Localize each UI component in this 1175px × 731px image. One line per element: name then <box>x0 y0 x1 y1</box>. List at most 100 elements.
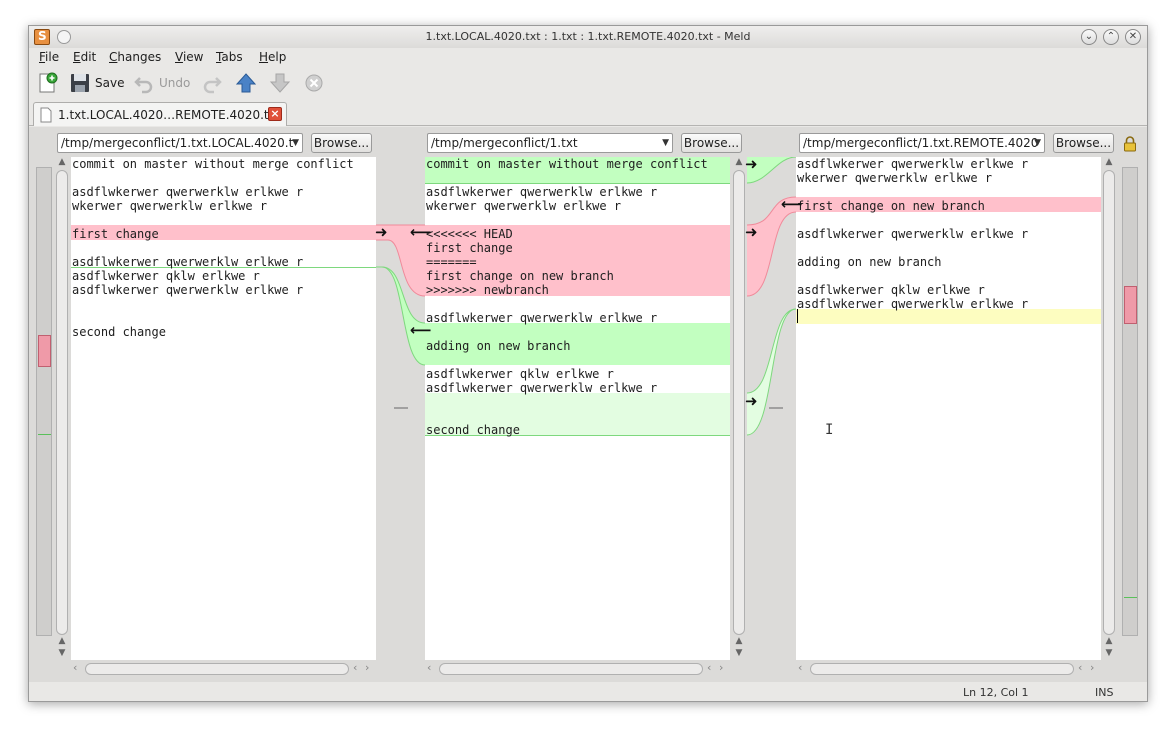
text-line: asdflwkerwer qwerwerklw erlkwe r <box>72 255 304 269</box>
scroll-left-icon[interactable]: ‹ <box>798 661 803 674</box>
right-path: /tmp/mergeconflict/1.txt.REMOTE.4020 <box>803 136 1039 150</box>
minimize-button[interactable]: ⌄ <box>1081 29 1097 45</box>
maximize-button[interactable]: ⌃ <box>1103 29 1119 45</box>
scroll-left-icon[interactable]: ‹ <box>1078 661 1083 674</box>
left-browse-button[interactable]: Browse... <box>311 133 372 153</box>
scroll-up-icon[interactable]: ▲ <box>735 157 743 167</box>
stop-button[interactable] <box>303 70 325 96</box>
scroll-right-icon[interactable]: › <box>719 661 724 674</box>
scroll-down-icon[interactable]: ▼ <box>1105 648 1113 658</box>
text-line <box>425 409 730 423</box>
menu-changes[interactable]: Changes <box>109 50 162 64</box>
right-horizontal-scrollbar[interactable] <box>810 663 1074 675</box>
scroll-left-icon[interactable]: ‹ <box>353 661 358 674</box>
text-line: asdflwkerwer qwerwerklw erlkwe r <box>797 227 1029 241</box>
scroll-up-icon[interactable]: ▲ <box>1105 636 1113 646</box>
right-link-map[interactable] <box>747 157 796 660</box>
scroll-down-icon[interactable]: ▼ <box>735 648 743 658</box>
menu-view[interactable]: View <box>175 50 204 64</box>
meld-app-icon[interactable] <box>34 29 50 45</box>
overview-insert-marker <box>1124 597 1137 598</box>
right-overview-map[interactable] <box>1122 167 1138 636</box>
tab-comparison[interactable]: 1.txt.LOCAL.4020…REMOTE.4020.txt × <box>33 102 287 126</box>
text-select-cursor-icon: I <box>825 422 834 438</box>
text-line <box>425 171 730 185</box>
right-browse-button[interactable]: Browse... <box>1053 133 1114 153</box>
lock-icon[interactable] <box>1123 136 1137 152</box>
push-right-arrow-icon[interactable]: ➜ <box>375 223 388 241</box>
text-line <box>425 325 730 339</box>
scroll-right-icon[interactable]: › <box>1090 661 1095 674</box>
middle-horizontal-scrollbar[interactable] <box>439 663 703 675</box>
pull-left-arrow-icon[interactable]: ⟵ <box>410 223 432 241</box>
text-line <box>425 395 730 409</box>
title-bar: 1.txt.LOCAL.4020.txt : 1.txt : 1.txt.REM… <box>29 26 1147 48</box>
text-line: second change <box>426 423 520 437</box>
text-line <box>425 213 730 227</box>
insert-highlight-light <box>425 393 730 435</box>
scroll-up-icon[interactable]: ▲ <box>735 636 743 646</box>
insert-marker-line <box>425 435 730 436</box>
scroll-up-icon[interactable]: ▲ <box>58 157 66 167</box>
push-right-arrow-icon[interactable]: ➜ <box>745 155 758 173</box>
text-line: adding on new branch <box>426 339 571 353</box>
new-comparison-icon <box>39 72 58 93</box>
left-vertical-scrollbar[interactable] <box>56 170 68 635</box>
chevron-down-icon: ▼ <box>292 138 299 148</box>
menu-tabs[interactable]: Tabs <box>216 50 243 64</box>
scroll-down-icon[interactable]: ▼ <box>58 648 66 658</box>
meld-window: 1.txt.LOCAL.4020.txt : 1.txt : 1.txt.REM… <box>28 25 1148 702</box>
menu-help[interactable]: Help <box>259 50 287 64</box>
undo-label: Undo <box>159 76 191 90</box>
text-line <box>425 297 730 311</box>
left-link-map[interactable] <box>376 157 425 660</box>
push-right-arrow-icon[interactable]: ➜ <box>745 223 758 241</box>
cursor-position: Ln 12, Col 1 <box>963 686 1029 699</box>
undo-button[interactable]: Undo <box>133 70 190 96</box>
middle-path-combo[interactable]: /tmp/mergeconflict/1.txt ▼ <box>427 133 673 153</box>
left-path-combo[interactable]: /tmp/mergeconflict/1.txt.LOCAL.4020.t ▼ <box>57 133 303 153</box>
current-line-highlight <box>796 309 1101 324</box>
scroll-up-icon[interactable]: ▲ <box>58 636 66 646</box>
redo-button[interactable] <box>201 70 223 96</box>
push-right-arrow-icon[interactable]: ➜ <box>745 392 758 410</box>
status-bar: Ln 12, Col 1 INS <box>29 682 1147 702</box>
text-line <box>71 297 376 311</box>
scroll-left-icon[interactable]: ‹ <box>427 661 432 674</box>
pull-left-arrow-icon[interactable]: ⟵ <box>781 195 803 213</box>
window-title: 1.txt.LOCAL.4020.txt : 1.txt : 1.txt.REM… <box>425 30 751 43</box>
pull-left-arrow-icon[interactable]: ⟵ <box>410 321 432 339</box>
right-path-combo[interactable]: /tmp/mergeconflict/1.txt.REMOTE.4020 ▼ <box>799 133 1045 153</box>
middle-browse-button[interactable]: Browse... <box>681 133 742 153</box>
save-button[interactable]: Save <box>69 70 124 96</box>
text-line: asdflwkerwer qwerwerklw erlkwe r <box>72 283 304 297</box>
conflict-highlight <box>71 225 376 240</box>
overview-conflict-marker <box>1124 286 1137 324</box>
close-window-button[interactable]: ✕ <box>1125 29 1141 45</box>
scroll-right-icon[interactable]: › <box>365 661 370 674</box>
menu-edit[interactable]: Edit <box>73 50 97 64</box>
middle-vertical-scrollbar[interactable] <box>733 170 745 635</box>
menu-file[interactable]: File <box>39 50 60 64</box>
previous-change-button[interactable] <box>235 70 257 96</box>
text-line: first change <box>72 227 159 241</box>
left-horizontal-scrollbar[interactable] <box>85 663 349 675</box>
middle-path: /tmp/mergeconflict/1.txt <box>431 136 578 150</box>
text-line <box>71 171 376 185</box>
save-label: Save <box>95 76 125 90</box>
overview-insert-marker <box>38 434 51 435</box>
scroll-left-icon[interactable]: ‹ <box>73 661 78 674</box>
left-path: /tmp/mergeconflict/1.txt.LOCAL.4020.t <box>61 136 294 150</box>
scroll-left-icon[interactable]: ‹ <box>707 661 712 674</box>
new-comparison-button[interactable] <box>37 70 59 96</box>
next-change-button[interactable] <box>269 70 291 96</box>
right-vertical-scrollbar[interactable] <box>1103 170 1115 635</box>
close-tab-icon[interactable]: × <box>268 107 282 121</box>
left-overview-map[interactable] <box>36 167 52 636</box>
conflict-highlight <box>796 197 1101 212</box>
window-menu-button[interactable] <box>57 30 71 44</box>
scroll-up-icon[interactable]: ▲ <box>1105 157 1113 167</box>
